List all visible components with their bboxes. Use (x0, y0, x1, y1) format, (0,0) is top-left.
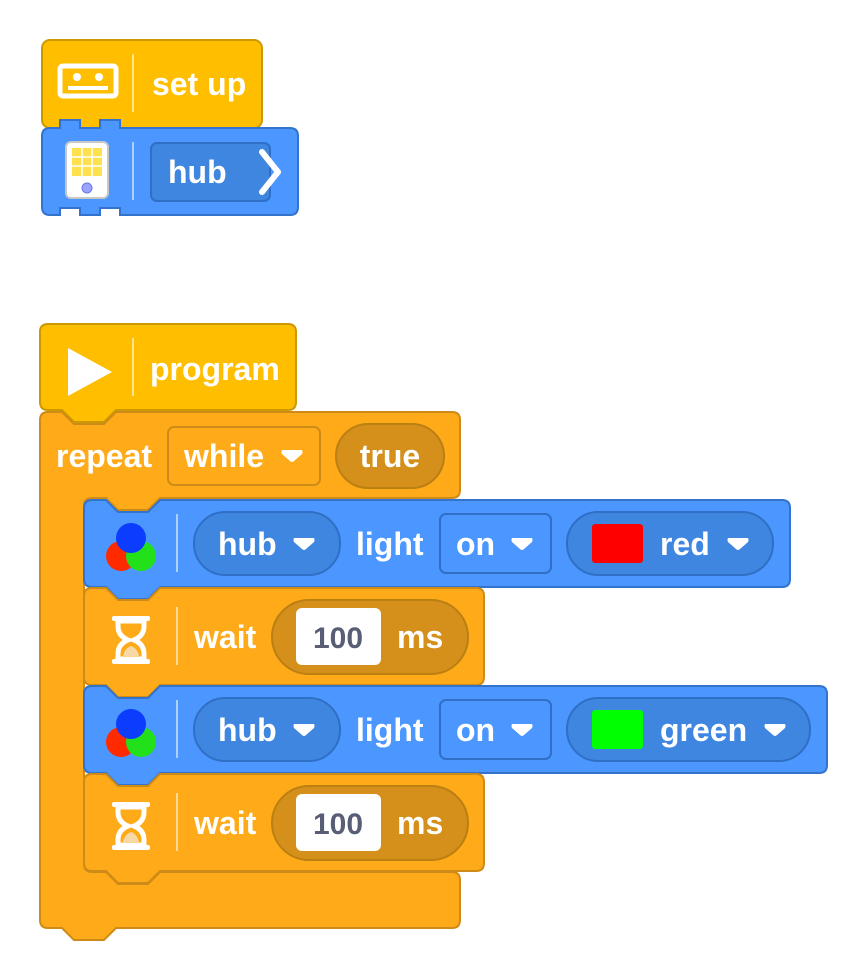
device-dropdown[interactable]: hub (193, 511, 341, 576)
duration-unit: ms (397, 619, 443, 655)
light-block[interactable]: hub light on red (83, 499, 791, 600)
duration-unit: ms (397, 805, 443, 841)
hub-setup-icon (57, 63, 119, 99)
color-dropdown[interactable]: red (566, 511, 774, 576)
color-swatch (592, 710, 643, 749)
rgb-light-icon (106, 709, 156, 757)
color-value: red (660, 526, 710, 562)
wait-label: wait (193, 619, 257, 655)
state-dropdown[interactable]: on (439, 699, 552, 760)
chevron-down-icon (281, 450, 303, 462)
light-label: light (356, 712, 424, 748)
duration-value: 100 (313, 808, 363, 841)
duration-input[interactable] (296, 794, 381, 851)
hub-select-value: hub (168, 154, 227, 190)
state-value: on (456, 712, 495, 748)
setup-hat-block[interactable]: set up (41, 39, 263, 129)
chevron-right-icon[interactable] (259, 149, 281, 195)
wait-block[interactable]: wait 100 ms (83, 587, 485, 698)
light-label: light (356, 526, 424, 562)
duration-input-group[interactable]: 100 ms (271, 599, 469, 675)
chevron-down-icon (764, 724, 786, 736)
device-dropdown[interactable]: hub (193, 697, 341, 762)
hourglass-icon (112, 802, 150, 850)
setup-script[interactable]: set up hub (41, 39, 299, 216)
repeat-condition-input[interactable]: true (335, 423, 445, 489)
repeat-block[interactable]: repeat while true (39, 411, 461, 941)
repeat-label: repeat (56, 438, 152, 474)
setup-hub-block[interactable]: hub (41, 119, 299, 216)
hub-device-icon (65, 141, 109, 199)
state-value: on (456, 526, 495, 562)
device-value: hub (218, 526, 277, 562)
duration-input[interactable] (296, 608, 381, 665)
setup-hat-label: set up (152, 66, 246, 102)
color-swatch (592, 524, 643, 563)
repeat-mode-dropdown[interactable]: while (167, 426, 321, 486)
chevron-down-icon (293, 538, 315, 550)
repeat-condition-value: true (360, 438, 420, 474)
color-value: green (660, 712, 747, 748)
light-block[interactable]: hub light on green (83, 685, 828, 786)
chevron-down-icon (511, 724, 533, 736)
chevron-down-icon (293, 724, 315, 736)
hub-select-dropdown[interactable]: hub (150, 142, 271, 202)
program-hat-label: program (150, 351, 280, 387)
repeat-mode-value: while (183, 438, 264, 474)
device-value: hub (218, 712, 277, 748)
wait-block[interactable]: wait 100 ms (83, 773, 485, 884)
chevron-down-icon (727, 538, 749, 550)
duration-value: 100 (313, 622, 363, 655)
program-script[interactable]: program repeat while true (39, 323, 828, 941)
play-icon (68, 348, 112, 396)
color-dropdown[interactable]: green (566, 697, 811, 762)
duration-input-group[interactable]: 100 ms (271, 785, 469, 861)
wait-label: wait (193, 805, 257, 841)
chevron-down-icon (511, 538, 533, 550)
rgb-light-icon (106, 523, 156, 571)
hourglass-icon (112, 616, 150, 664)
state-dropdown[interactable]: on (439, 513, 552, 574)
program-hat-block[interactable]: program (39, 323, 297, 423)
